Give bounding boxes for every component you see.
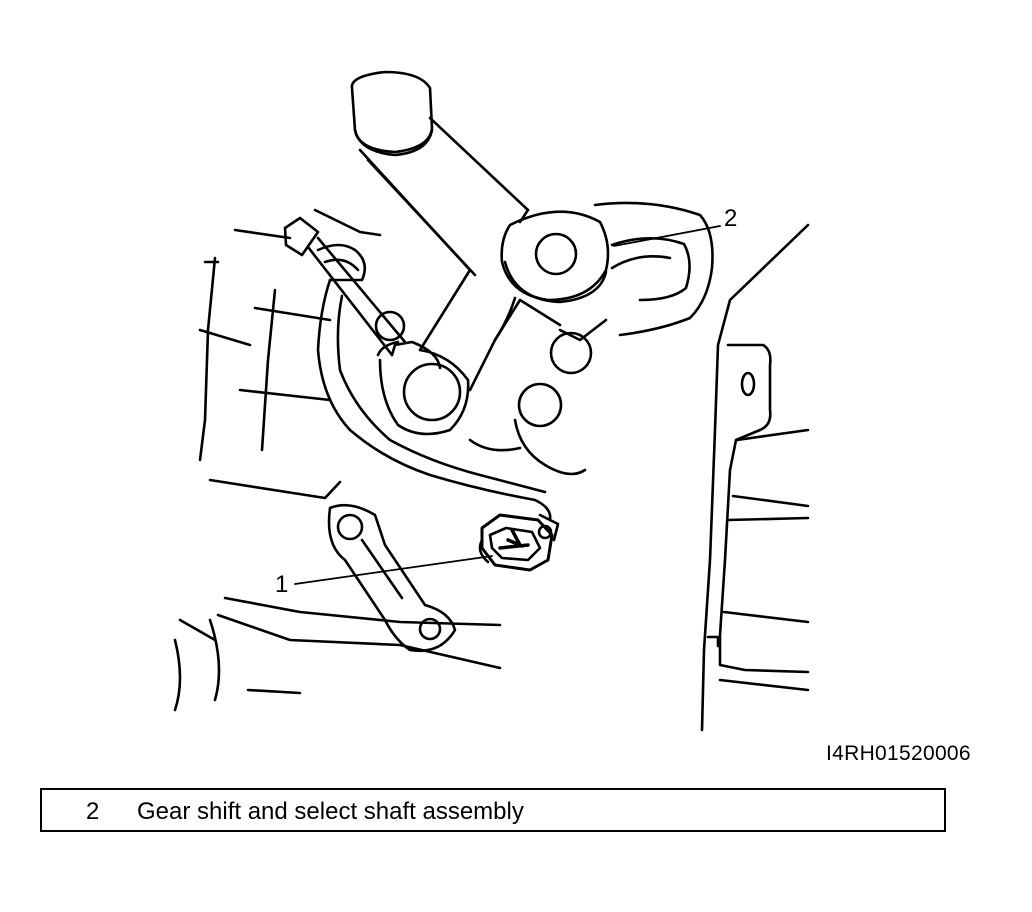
leader-line-1 [294, 555, 493, 585]
legend-item-number: 2 [86, 798, 100, 825]
select-lever [283, 216, 552, 522]
callout-2: 2 [724, 205, 738, 232]
leader-lines [294, 225, 721, 585]
right-housing [700, 223, 810, 732]
leader-line-2 [613, 225, 721, 247]
bolt-item-1 [478, 513, 560, 572]
legend-box: 2 Gear shift and select shaft assembly [40, 788, 946, 832]
callout-1: 1 [275, 571, 289, 598]
shift-arm [350, 70, 610, 392]
left-housing [173, 208, 502, 712]
housing-bosses [374, 310, 593, 476]
lower-bracket [327, 503, 457, 653]
legend-item-text: Gear shift and select shaft assembly [137, 798, 524, 825]
figure-id: I4RH01520006 [826, 742, 971, 765]
